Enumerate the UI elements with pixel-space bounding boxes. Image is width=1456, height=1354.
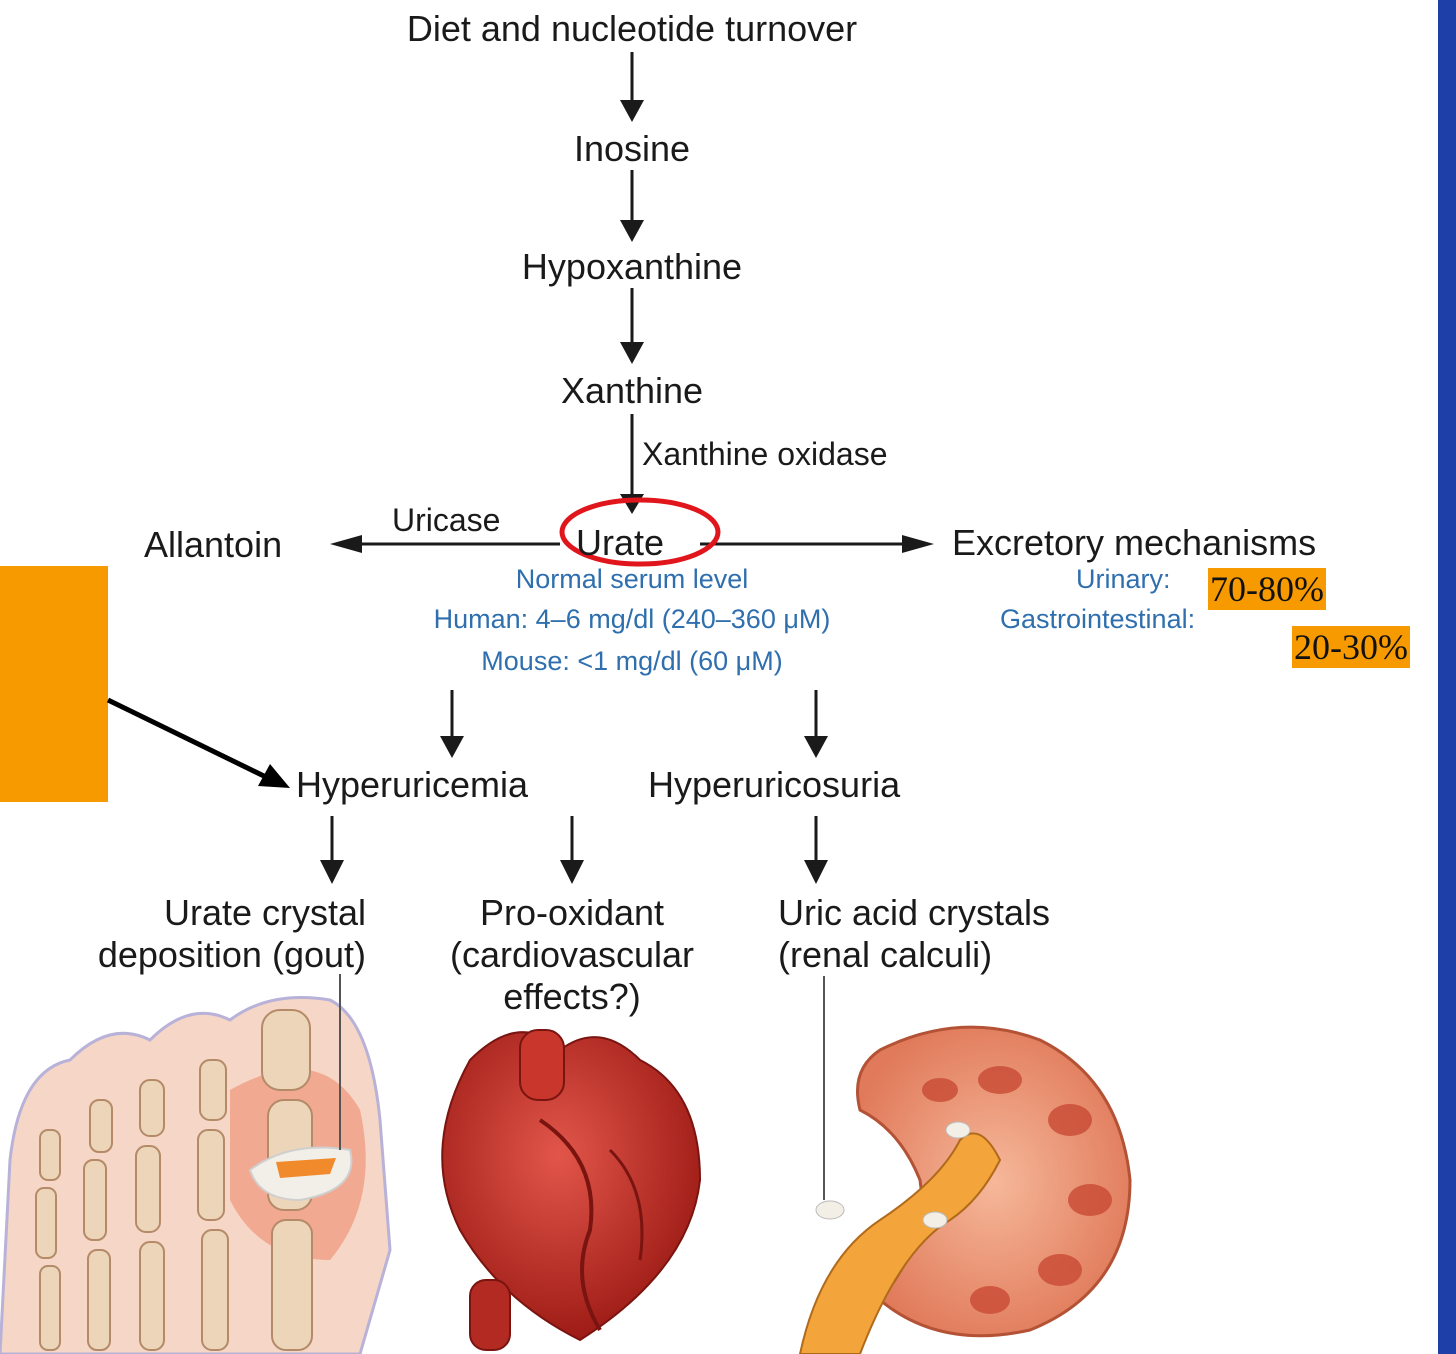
- urinary-percent-tag: 70-80%: [1208, 568, 1326, 610]
- diet-label: Diet and nucleotide turnover: [407, 8, 857, 50]
- gout-line2: deposition (gout): [98, 934, 366, 976]
- serum-mouse: Mouse: <1 mg/dl (60 μM): [481, 646, 782, 677]
- gastrointestinal-label: Gastrointestinal:: [1000, 604, 1195, 635]
- kidney-illustration: [800, 976, 1130, 1354]
- allantoin-label: Allantoin: [144, 524, 282, 566]
- callout-arrow: [108, 700, 290, 788]
- xanthine-label: Xanthine: [561, 370, 703, 412]
- urinary-label: Urinary:: [1076, 564, 1171, 595]
- heart-illustration: [442, 1030, 700, 1350]
- urate-label: Urate: [576, 522, 664, 564]
- hyperuricemia-label: Hyperuricemia: [296, 764, 528, 806]
- xanthine-oxidase-label: Xanthine oxidase: [642, 436, 888, 473]
- uricase-label: Uricase: [392, 502, 500, 539]
- prooxidant-line2: (cardiovascular: [450, 934, 694, 976]
- inosine-label: Inosine: [574, 128, 690, 170]
- excretory-mechanisms-label: Excretory mechanisms: [952, 522, 1316, 564]
- serum-heading: Normal serum level: [516, 564, 749, 595]
- prooxidant-line1: Pro-oxidant: [480, 892, 664, 934]
- foot-illustration: [0, 974, 390, 1354]
- hypoxanthine-label: Hypoxanthine: [522, 246, 742, 288]
- uric-acid-line1: Uric acid crystals: [778, 892, 1050, 934]
- hyperuricosuria-label: Hyperuricosuria: [648, 764, 900, 806]
- gout-line1: Urate crystal: [164, 892, 366, 934]
- gi-percent-tag: 20-30%: [1292, 626, 1410, 668]
- serum-human: Human: 4–6 mg/dl (240–360 μM): [434, 604, 831, 635]
- prooxidant-line3: effects?): [503, 976, 640, 1018]
- uric-acid-line2: (renal calculi): [778, 934, 992, 976]
